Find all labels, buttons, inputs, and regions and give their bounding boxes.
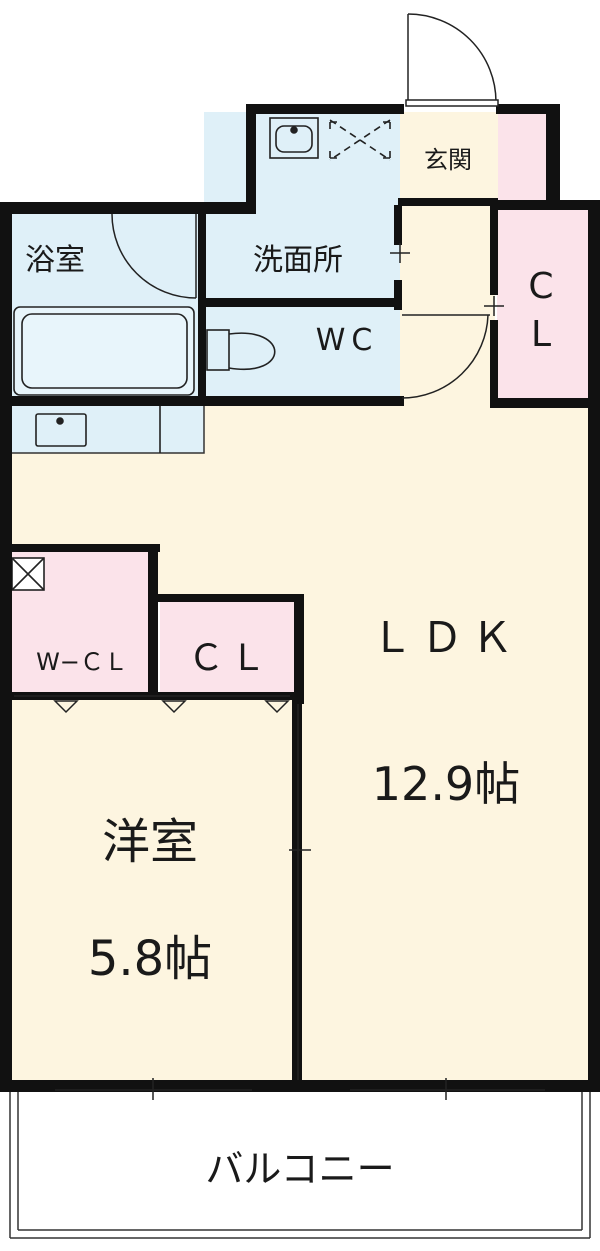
washing-machine-space (329, 119, 391, 161)
wcl-label: W−ＣＬ (36, 648, 128, 676)
ldk-size: 12.9帖 (372, 757, 520, 811)
shoe-closet (498, 112, 548, 202)
bath-label: 浴室 (25, 243, 85, 278)
western-room-size: 5.8帖 (88, 931, 212, 987)
balcony (9, 1092, 591, 1239)
western-room-label: 洋室 (102, 814, 198, 870)
closet-mid-label: ＣＬ (188, 638, 272, 679)
genkan-floor (400, 112, 498, 202)
wc-label: WC (316, 323, 379, 358)
vent-shaft (11, 557, 45, 591)
western-room-floor (8, 700, 300, 1085)
toilet (206, 329, 276, 371)
hall-floor (400, 205, 495, 405)
entrance-door (405, 13, 499, 107)
bathtub-inner (21, 313, 188, 389)
wc-floor (204, 305, 400, 397)
genkan-label: 玄関 (424, 146, 472, 174)
kitchen-sink (35, 413, 87, 447)
wc-door (401, 314, 490, 399)
bath-door (111, 213, 197, 299)
bathtub (13, 306, 195, 396)
fixtures (11, 117, 391, 591)
closet-right-label-l: L (531, 314, 551, 355)
closet-right-label-c: C (528, 266, 553, 307)
closet-mid-floor (160, 598, 300, 696)
ldk-label: ＬＤＫ (371, 613, 521, 662)
balcony-label: バルコニー (205, 1147, 394, 1191)
doors (14, 13, 545, 1100)
washbasin (269, 117, 319, 159)
washroom-label: 洗面所 (253, 243, 343, 278)
ldk-floor (8, 400, 590, 1085)
walls (0, 104, 600, 1092)
closet-folding-doors (14, 695, 290, 714)
closet-right-floor (497, 208, 590, 398)
room-labels: 玄関 浴室 洗面所 WC C L ＬＤＫ 12.9帖 W−ＣＬ ＣＬ 洋室 5.… (25, 146, 554, 1191)
